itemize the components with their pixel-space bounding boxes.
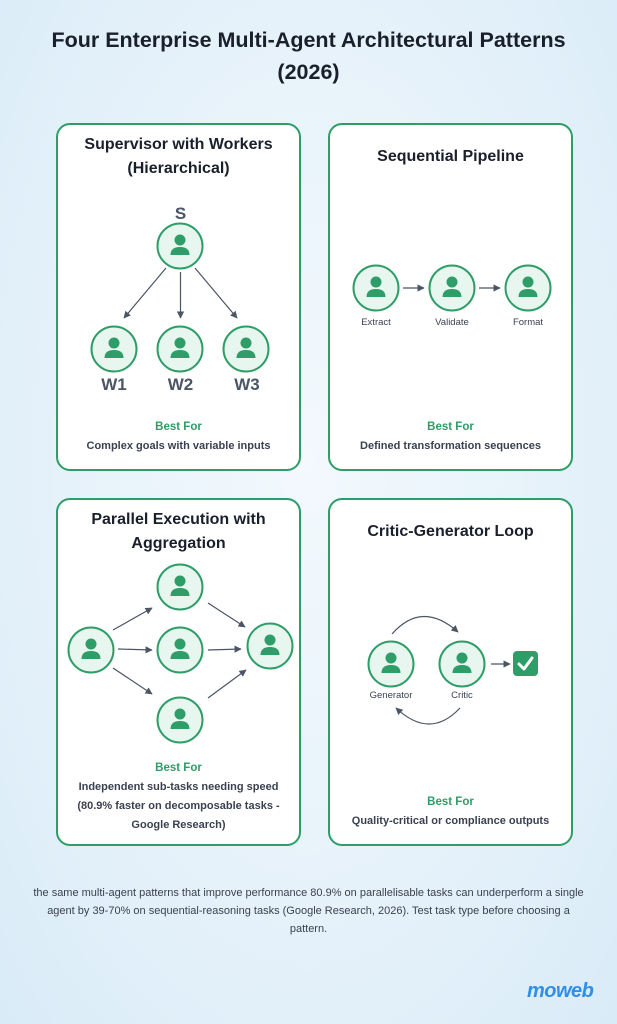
- sequential-diagram: Extract Validate Format: [352, 264, 552, 328]
- arrow-supervisor-w3: [194, 267, 238, 319]
- parallel-agent-1-icon: [156, 563, 204, 611]
- arrow-source-parallel-1: [112, 607, 153, 631]
- supervisor-agent-icon: [156, 222, 204, 270]
- best-for-label: Best For: [155, 762, 202, 774]
- arrow-source-parallel-3: [112, 667, 153, 695]
- card-title-critic: Critic-Generator Loop: [367, 523, 534, 540]
- critic-agent-icon: [438, 640, 486, 688]
- node-label-w2: W2: [168, 375, 194, 394]
- best-for-label: Best For: [155, 421, 202, 433]
- footer-note: the same multi-agent patterns that impro…: [33, 887, 584, 935]
- node-label-extract: Extract: [361, 317, 391, 328]
- arrow-parallel-2-aggregator: [207, 645, 242, 653]
- worker-2-agent-icon: [156, 325, 204, 373]
- node-label-format: Format: [513, 317, 543, 328]
- arrow-parallel-1-aggregator: [207, 602, 246, 628]
- validate-agent-icon: [428, 264, 476, 312]
- best-for-label: Best For: [427, 421, 474, 433]
- node-label-critic: Critic: [451, 690, 473, 701]
- card-parallel-execution: Parallel Execution with Aggregation Best…: [56, 498, 301, 846]
- parallel-agent-2-icon: [156, 626, 204, 674]
- node-label-w3: W3: [234, 375, 260, 394]
- best-for-label: Best For: [427, 796, 474, 808]
- arrow-supervisor-w1: [123, 267, 167, 319]
- card-title-parallel: Parallel Execution with Aggregation: [91, 511, 266, 552]
- card-critic-generator-loop: Critic-Generator Loop Generator Critic B…: [328, 498, 573, 846]
- generator-agent-icon: [367, 640, 415, 688]
- node-label-w1: W1: [101, 375, 127, 394]
- worker-3-agent-icon: [222, 325, 270, 373]
- arrow-critic-to-generator: [395, 707, 461, 725]
- card-title-supervisor: Supervisor with Workers (Hierarchical): [84, 136, 273, 177]
- aggregator-agent-icon: [246, 622, 294, 670]
- worker-1-agent-icon: [90, 325, 138, 373]
- node-label-supervisor: S: [175, 204, 186, 223]
- source-agent-icon: [67, 626, 115, 674]
- brand-logo: moweb: [527, 980, 594, 1002]
- critic-diagram: Generator Critic: [367, 615, 538, 725]
- node-label-validate: Validate: [435, 317, 469, 328]
- page-title: Four Enterprise Multi-Agent Architectura…: [51, 28, 566, 84]
- checkmark-icon: [513, 651, 538, 676]
- best-for-description: Quality-critical or compliance outputs: [351, 815, 550, 827]
- best-for-description: Complex goals with variable inputs: [86, 440, 271, 452]
- card-sequential-pipeline: Sequential Pipeline Extract Validate For…: [328, 123, 573, 471]
- extract-agent-icon: [352, 264, 400, 312]
- card-title-sequential: Sequential Pipeline: [377, 148, 524, 165]
- parallel-diagram: [67, 563, 294, 744]
- node-label-generator: Generator: [370, 690, 413, 701]
- best-for-description: Independent sub-tasks needing speed (80.…: [77, 781, 280, 831]
- parallel-agent-3-icon: [156, 696, 204, 744]
- supervisor-diagram: S W1 W2 W3: [90, 204, 270, 394]
- arrow-generator-to-critic: [391, 615, 459, 635]
- arrow-parallel-3-aggregator: [207, 669, 247, 699]
- best-for-description: Defined transformation sequences: [360, 440, 541, 452]
- card-supervisor-workers: Supervisor with Workers (Hierarchical) S…: [56, 123, 301, 471]
- format-agent-icon: [504, 264, 552, 312]
- arrow-source-parallel-2: [117, 646, 153, 654]
